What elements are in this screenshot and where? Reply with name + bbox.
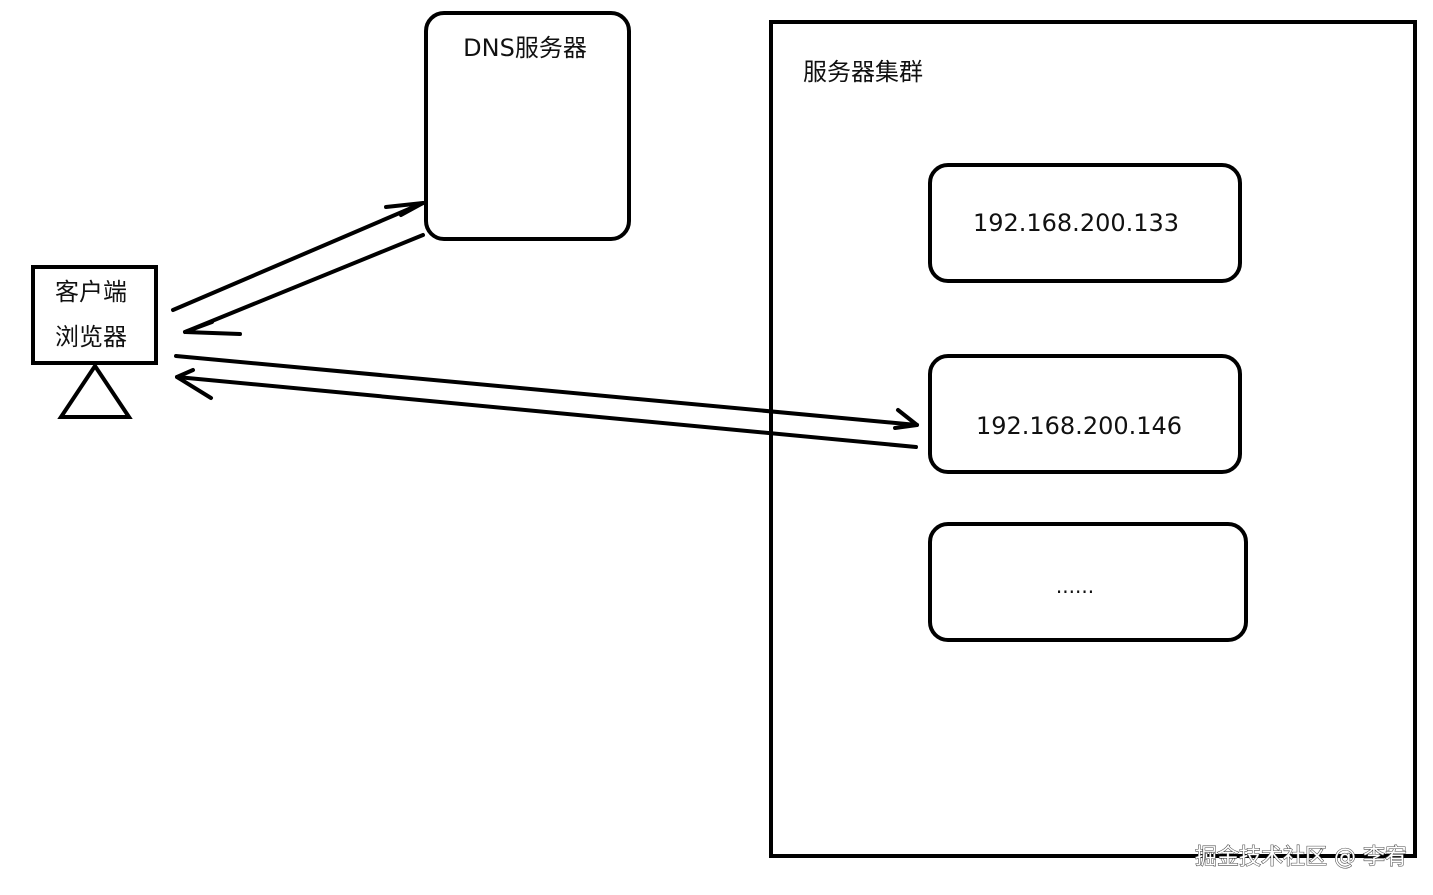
server-node-3	[928, 522, 1248, 642]
client-label-line1: 客户端	[55, 278, 127, 306]
server-cluster-label: 服务器集群	[803, 58, 923, 86]
arrow-dns-to-client	[183, 233, 425, 336]
server-node-3-label: ......	[1056, 574, 1094, 598]
arrow-client-to-server	[174, 354, 919, 430]
server-node-2	[928, 354, 1242, 474]
watermark-text: 掘金技术社区 @ 李宥	[1195, 845, 1407, 870]
arrow-client-to-dns	[171, 201, 425, 312]
server-node-1	[928, 163, 1242, 283]
dns-server-label: DNS服务器	[463, 34, 587, 62]
client-stand-triangle	[57, 362, 133, 419]
dns-server-box	[424, 11, 631, 241]
server-node-1-label: 192.168.200.133	[973, 209, 1179, 237]
server-node-2-label: 192.168.200.146	[976, 412, 1182, 440]
client-browser-box	[31, 265, 158, 365]
arrow-server-to-client	[175, 368, 918, 449]
client-label-line2: 浏览器	[55, 323, 127, 351]
